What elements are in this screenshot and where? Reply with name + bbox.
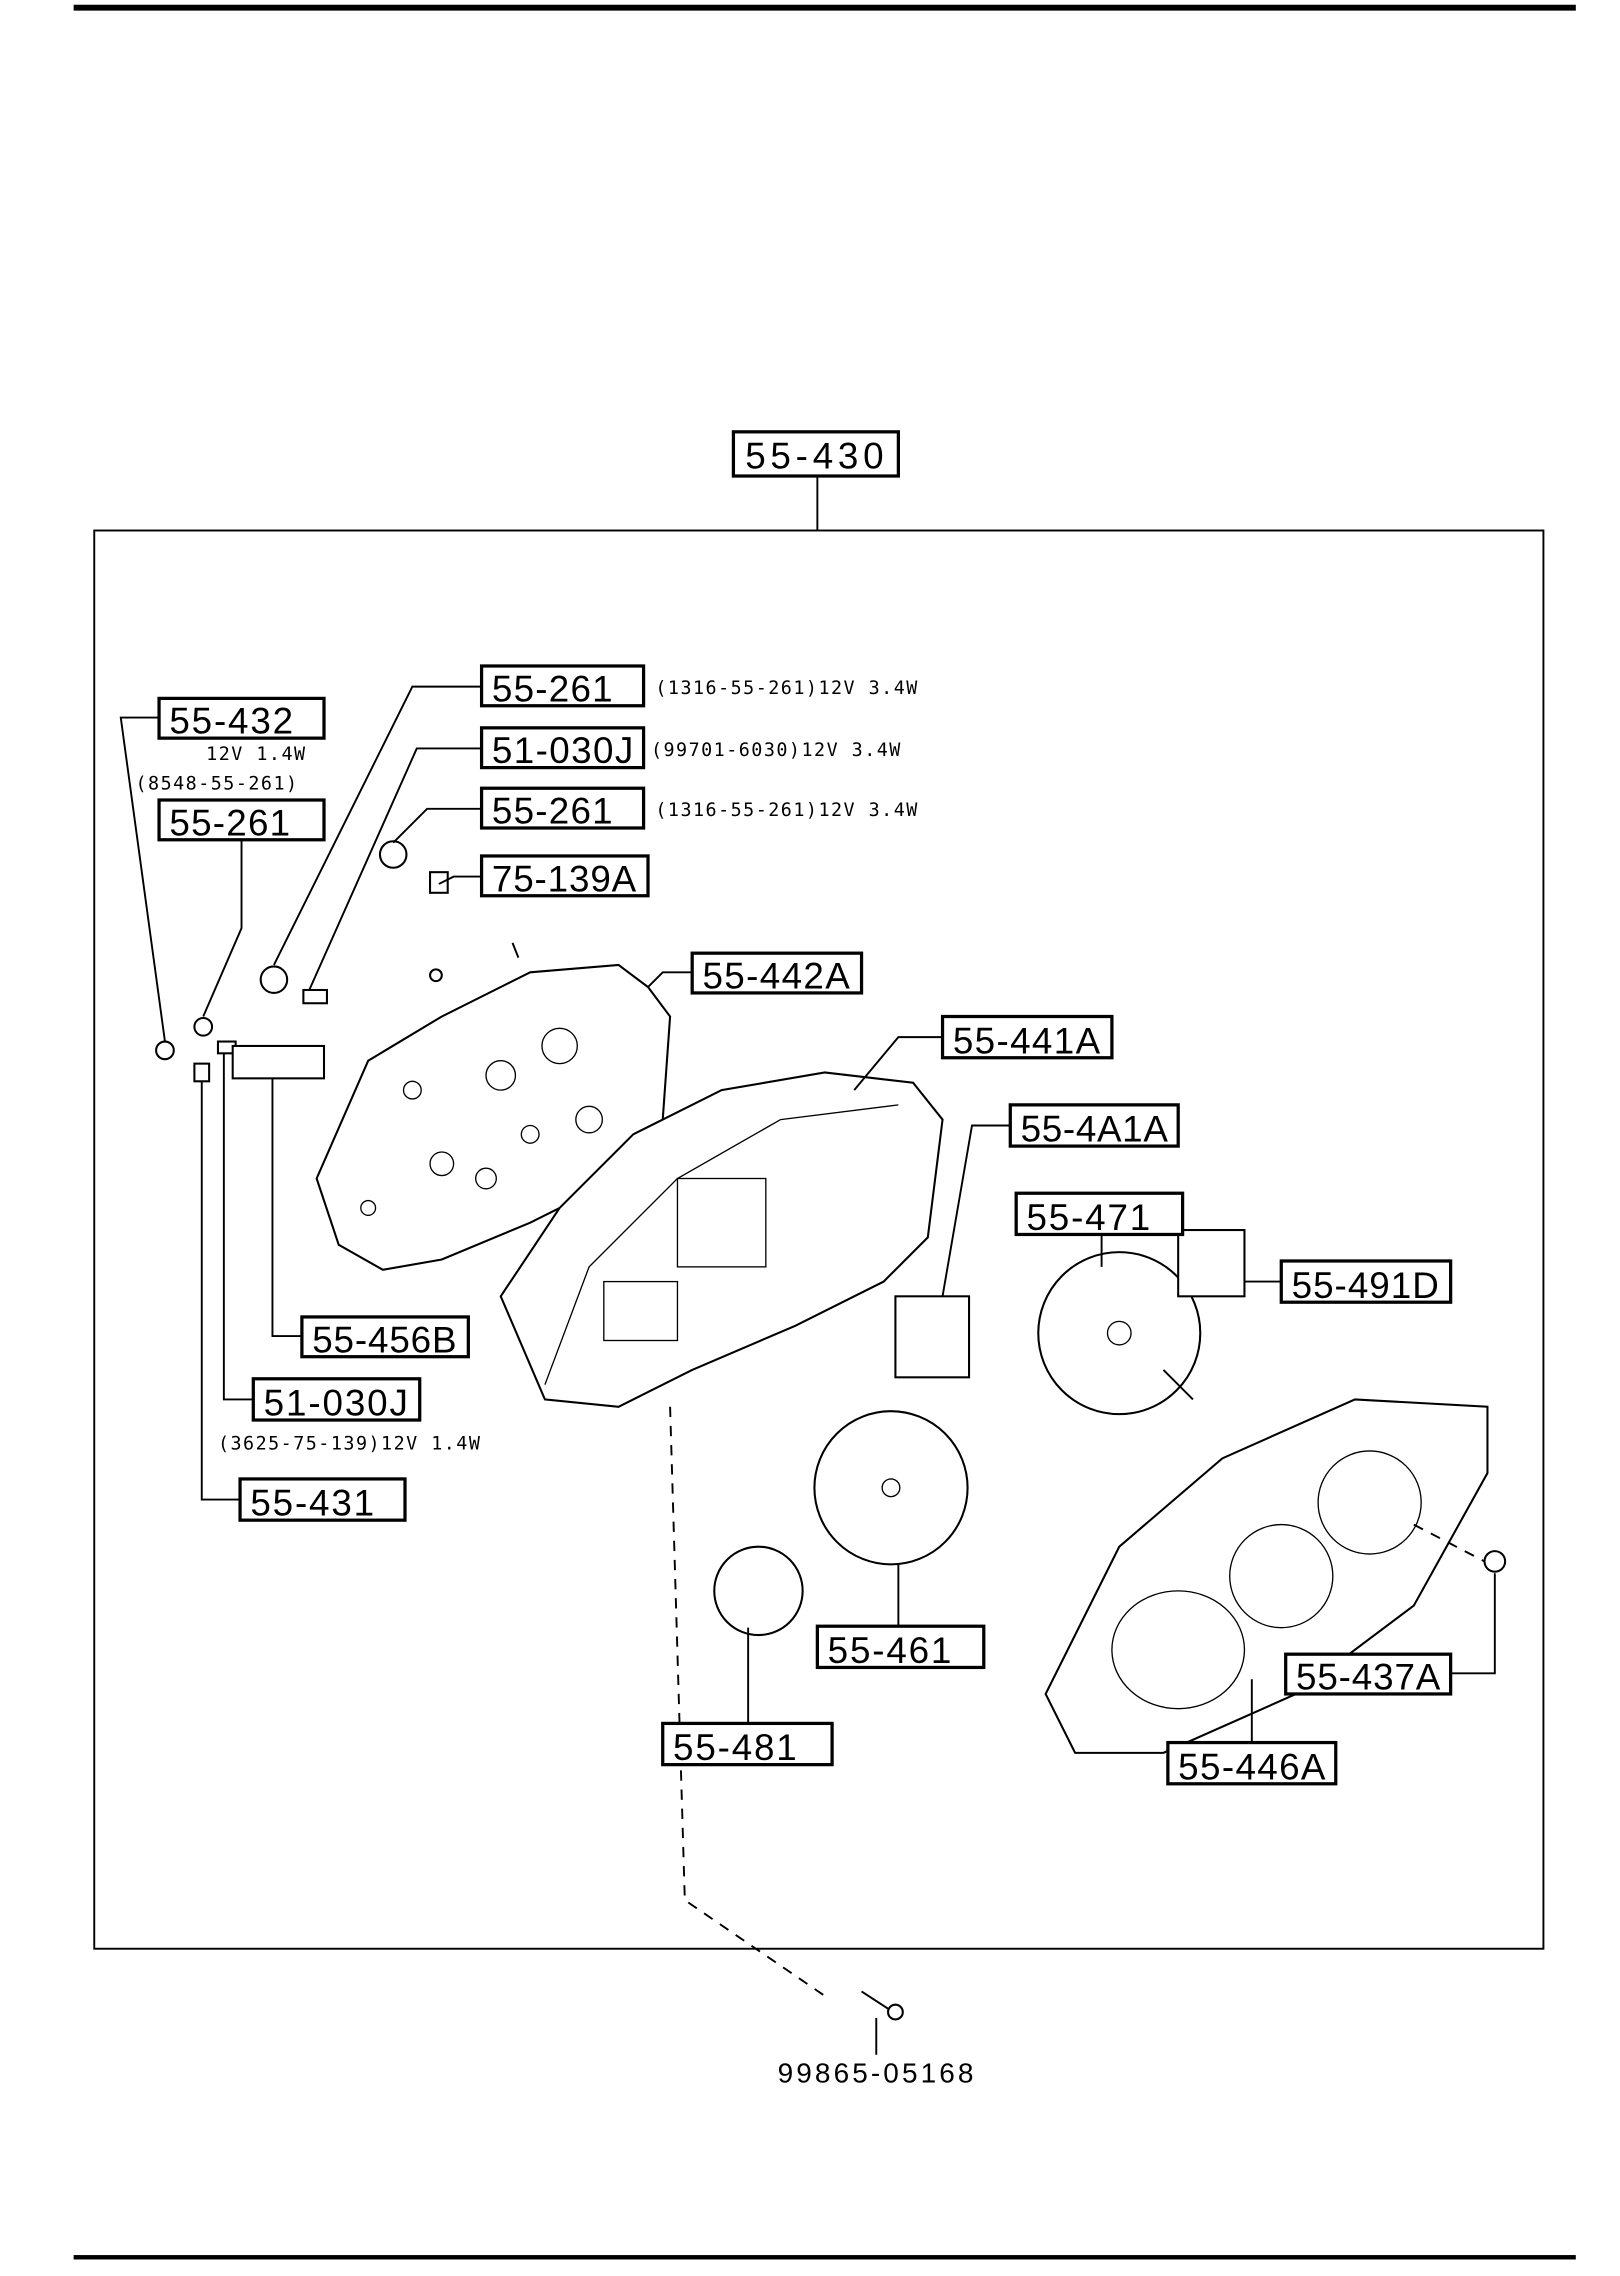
callout-c17[interactable]: 55-437A	[1284, 1652, 1453, 1698]
part-number: 75-139A	[492, 858, 637, 899]
callout-c1[interactable]: 55-261 (1316-55-261)12V 3.4W	[479, 664, 919, 709]
callout-c16[interactable]: 55-481	[661, 1721, 834, 1768]
leader-lines	[119, 685, 1496, 2055]
callout-55-430[interactable]: 55-430	[731, 430, 900, 478]
part-number: 51-030J	[264, 1383, 408, 1424]
callout-c4[interactable]: 75-139A	[479, 854, 650, 899]
assembly-frame	[93, 529, 1545, 1950]
callout-c7[interactable]: 55-442A	[690, 951, 864, 997]
meter-lens	[1044, 1398, 1489, 1754]
part-note: (3625-75-139)12V 1.4W	[218, 1433, 481, 1454]
part-note: (1316-55-261)12V 3.4W	[655, 800, 918, 821]
part-number: 55-261	[492, 791, 613, 832]
callout-c8[interactable]: 55-441A	[940, 1014, 1114, 1062]
part-number: 55-442A	[702, 956, 850, 997]
part-number: 55-491D	[1292, 1265, 1439, 1306]
callout-c9[interactable]: 55-4A1A	[1008, 1103, 1180, 1150]
part-number: 55-481	[673, 1727, 797, 1768]
callout-c15[interactable]: 55-461	[815, 1624, 986, 1671]
fuel-gauge	[894, 1295, 971, 1379]
bulbs-and-sockets	[155, 840, 1507, 1573]
part-note: (1316-55-261)12V 3.4W	[655, 678, 918, 699]
callout-c14[interactable]: 55-431	[238, 1477, 407, 1524]
top-rule	[73, 4, 1576, 11]
bottom-rule	[73, 2255, 1576, 2260]
part-number: 55-456B	[312, 1319, 456, 1360]
part-number: 55-461	[828, 1630, 952, 1671]
speedometer	[1037, 1251, 1202, 1416]
part-number: 55-4A1A	[1021, 1109, 1169, 1150]
callout-c12[interactable]: 55-456B	[300, 1315, 470, 1360]
callout-c18[interactable]: 55-446A	[1166, 1740, 1338, 1788]
tachometer	[813, 1410, 969, 1566]
callout-c13[interactable]: 51-030J (3625-75-139)12V 1.4W	[218, 1377, 481, 1455]
part-number: 55-261	[492, 668, 613, 709]
part-number: 55-446A	[1178, 1746, 1326, 1787]
part-number: 55-441A	[953, 1020, 1101, 1061]
part-note: (99701-6030)12V 3.4W	[651, 740, 902, 761]
part-number: 55-437A	[1296, 1657, 1441, 1698]
callout-c10[interactable]: 55-471	[1014, 1191, 1185, 1238]
screw	[861, 1990, 904, 2021]
water-temp-gauge	[1177, 1229, 1246, 1298]
part-number: 55-431	[250, 1483, 374, 1524]
callout-c11[interactable]: 55-491D	[1279, 1259, 1453, 1306]
part-number: 55-471	[1026, 1197, 1150, 1238]
part-number: 51-030J	[492, 730, 633, 771]
callout-c6[interactable]: 55-261	[157, 798, 326, 843]
meter-case	[499, 1071, 944, 1408]
part-note: (8548-55-261)	[135, 774, 298, 795]
part-note: 12V 1.4W	[206, 744, 306, 765]
screw-part-number[interactable]: 99865-05168	[778, 2058, 974, 2089]
part-number: 55-432	[169, 701, 293, 742]
callout-c3[interactable]: 55-261 (1316-55-261)12V 3.4W	[479, 786, 919, 832]
part-number: 55-261	[169, 802, 290, 843]
oil-gauge	[713, 1545, 804, 1637]
callout-c2[interactable]: 51-030J (99701-6030)12V 3.4W	[479, 726, 902, 771]
